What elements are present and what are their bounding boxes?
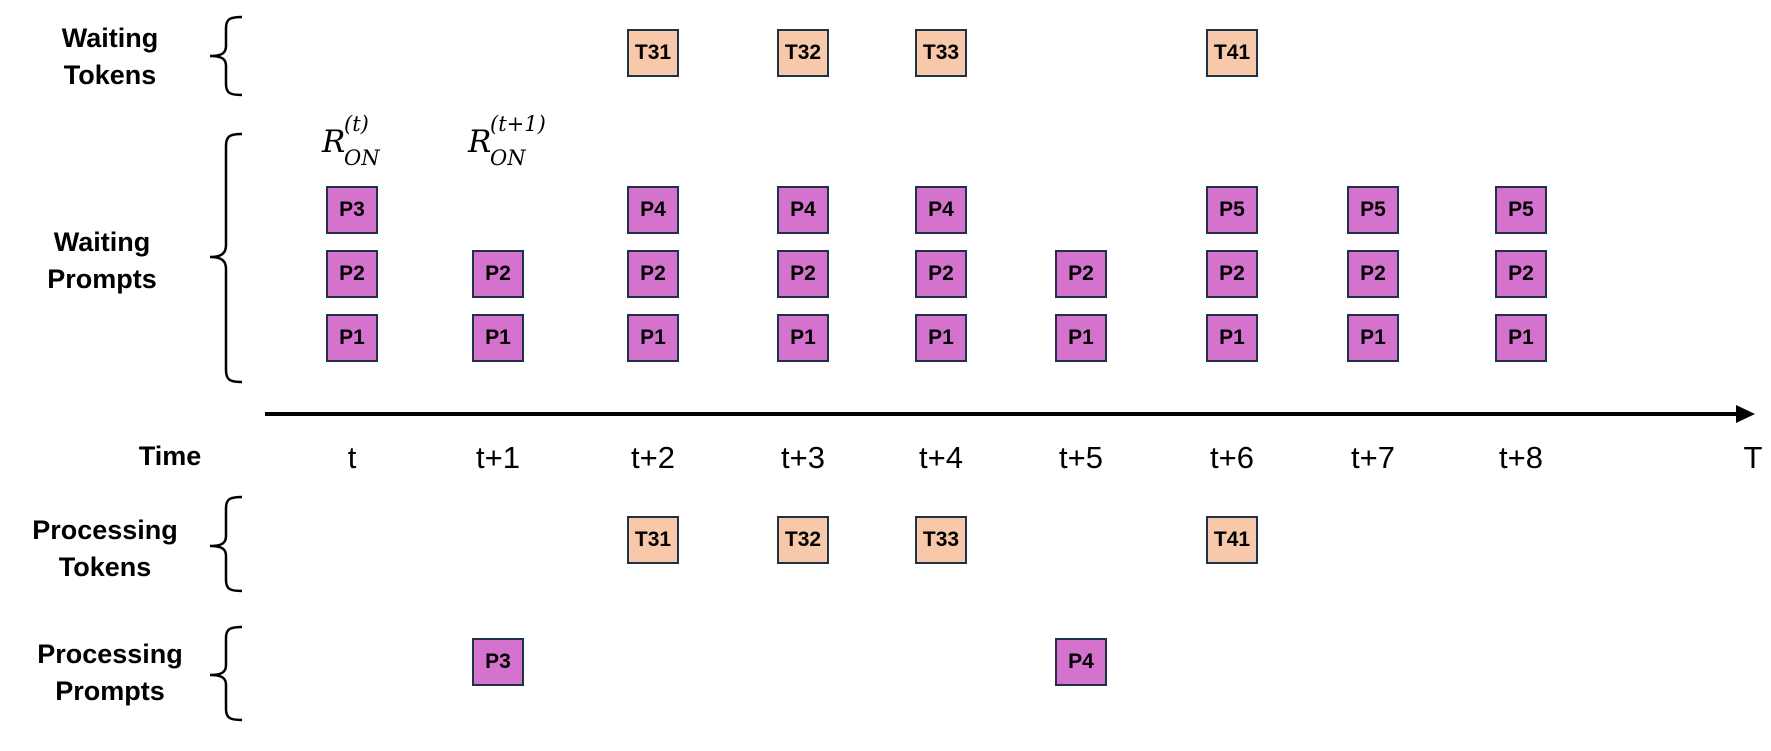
r-on-superscript: (t+1): [490, 112, 546, 136]
brace-processing-prompts: [209, 625, 243, 722]
label-time: Time: [138, 441, 202, 471]
waiting-prompt-box: P5: [1495, 186, 1547, 234]
time-tick-label: t+6: [1210, 440, 1254, 475]
r-on-subscript: ON: [344, 146, 380, 170]
waiting-prompt-box: P1: [1495, 314, 1547, 362]
brace-waiting-tokens: [209, 15, 243, 97]
processing-prompt-box: P3: [472, 638, 524, 686]
time-tick-label: t+3: [781, 440, 825, 475]
processing-token-box: T33: [915, 516, 967, 564]
label-processing-tokens: Processing Tokens: [10, 512, 200, 586]
label-waiting-tokens-line1: Waiting: [61, 23, 159, 53]
waiting-prompt-box: P1: [326, 314, 378, 362]
label-waiting-prompts: Waiting Prompts: [22, 224, 182, 298]
label-waiting-tokens: Waiting Tokens: [30, 20, 190, 94]
r-on-annotation: R(t) ON: [322, 112, 380, 170]
waiting-prompt-box: P2: [777, 250, 829, 298]
time-tick-label: t+2: [631, 440, 675, 475]
waiting-prompt-box: P1: [1055, 314, 1107, 362]
waiting-prompt-box: P5: [1347, 186, 1399, 234]
waiting-token-box: T32: [777, 29, 829, 77]
waiting-prompt-box: P3: [326, 186, 378, 234]
waiting-prompt-box: P4: [777, 186, 829, 234]
processing-token-box: T31: [627, 516, 679, 564]
r-on-annotation: R(t+1) ON: [468, 112, 546, 170]
r-on-superscript: (t): [344, 112, 369, 136]
label-processing-prompts-line2: Prompts: [55, 676, 165, 706]
waiting-prompt-box: P2: [1495, 250, 1547, 298]
waiting-token-box: T33: [915, 29, 967, 77]
time-tick-label: t+4: [919, 440, 963, 475]
waiting-prompt-box: P2: [472, 250, 524, 298]
waiting-prompt-box: P1: [1347, 314, 1399, 362]
waiting-prompt-box: P2: [915, 250, 967, 298]
waiting-prompt-box: P1: [472, 314, 524, 362]
waiting-token-box: T31: [627, 29, 679, 77]
waiting-prompt-box: P5: [1206, 186, 1258, 234]
waiting-token-box: T41: [1206, 29, 1258, 77]
time-tick-label: t+1: [476, 440, 520, 475]
label-processing-prompts-line1: Processing: [37, 639, 183, 669]
waiting-prompt-box: P1: [627, 314, 679, 362]
processing-prompt-box: P4: [1055, 638, 1107, 686]
waiting-prompt-box: P2: [326, 250, 378, 298]
waiting-prompt-box: P2: [1347, 250, 1399, 298]
processing-token-box: T41: [1206, 516, 1258, 564]
r-on-main: R: [322, 124, 346, 160]
label-waiting-tokens-line2: Tokens: [63, 60, 157, 90]
time-tick-label: t: [347, 440, 357, 475]
label-waiting-prompts-line2: Prompts: [47, 264, 157, 294]
time-axis-arrowhead: [1736, 405, 1755, 423]
waiting-prompt-box: P1: [915, 314, 967, 362]
time-tick-label: t+5: [1059, 440, 1103, 475]
processing-token-box: T32: [777, 516, 829, 564]
label-processing-tokens-line2: Tokens: [58, 552, 152, 582]
time-tick-label: t+8: [1499, 440, 1543, 475]
waiting-prompt-box: P1: [777, 314, 829, 362]
label-processing-tokens-line1: Processing: [32, 515, 178, 545]
label-processing-prompts: Processing Prompts: [15, 636, 205, 710]
waiting-prompt-box: P4: [915, 186, 967, 234]
label-waiting-prompts-line1: Waiting: [53, 227, 151, 257]
time-axis-end-label: T: [1743, 440, 1763, 475]
waiting-prompt-box: P1: [1206, 314, 1258, 362]
waiting-prompt-box: P2: [1206, 250, 1258, 298]
time-tick-label: t+7: [1351, 440, 1395, 475]
brace-processing-tokens: [209, 495, 243, 593]
r-on-main: R: [468, 124, 492, 160]
waiting-prompt-box: P2: [1055, 250, 1107, 298]
waiting-prompt-box: P2: [627, 250, 679, 298]
waiting-prompt-box: P4: [627, 186, 679, 234]
brace-waiting-prompts: [209, 132, 243, 384]
r-on-subscript: ON: [490, 146, 526, 170]
